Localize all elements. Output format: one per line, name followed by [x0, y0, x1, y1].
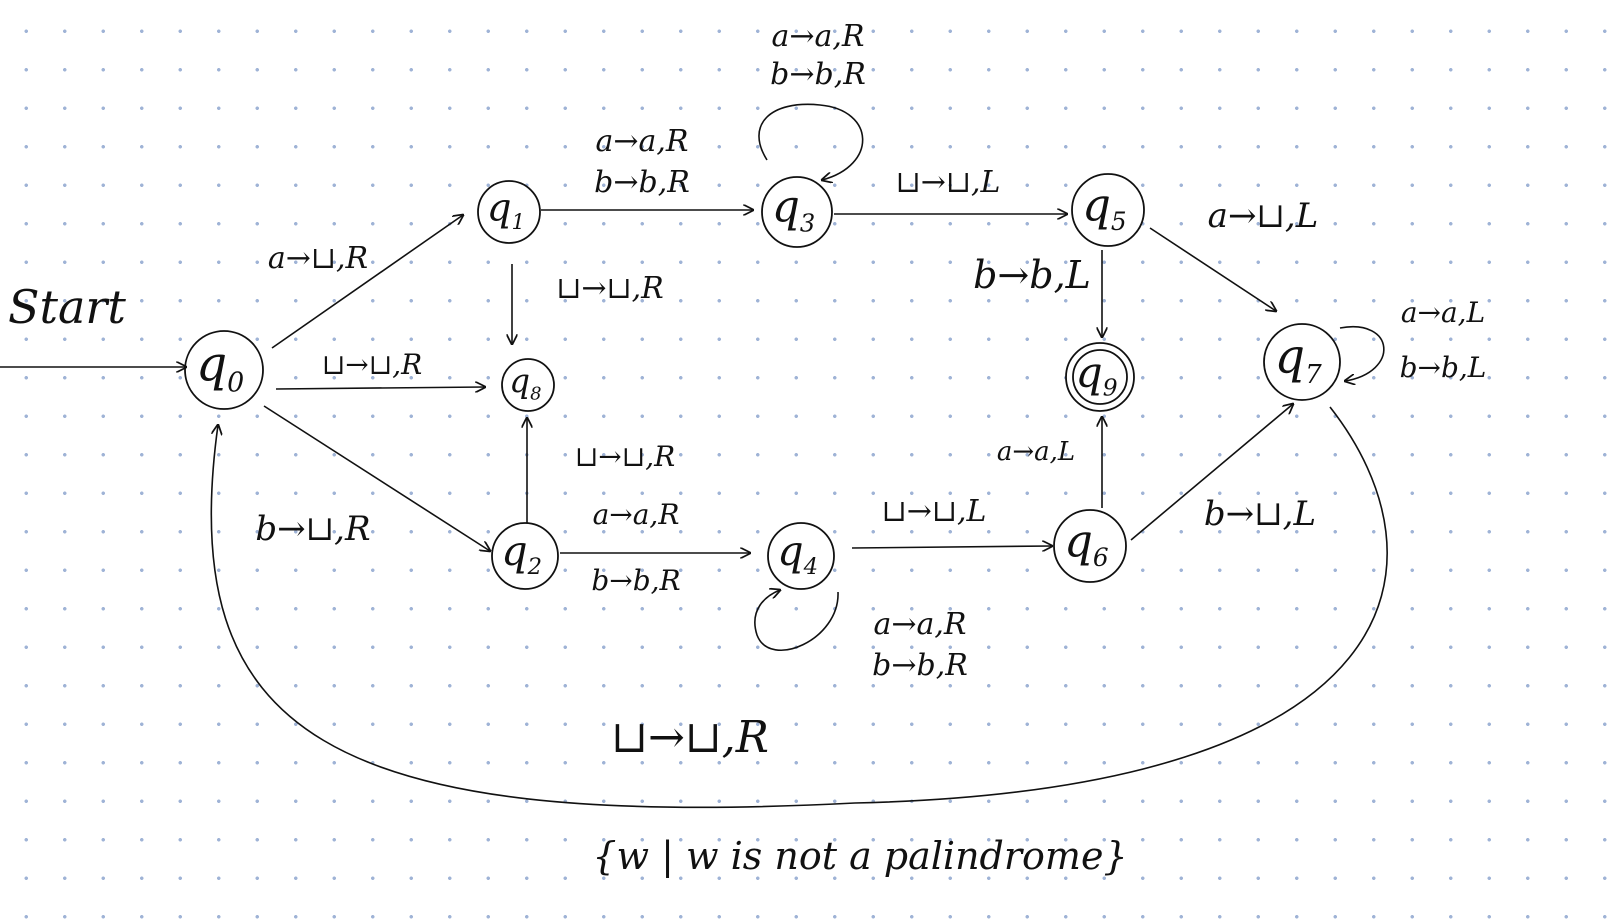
transition-label: a→⊔,L [1208, 196, 1319, 236]
state-symbol: q [777, 527, 803, 575]
state-subscript: 7 [1305, 360, 1322, 390]
transition-q0-q8 [275, 387, 485, 389]
state-q5: q5 [1071, 173, 1145, 247]
transition-q7-q7 [1339, 325, 1385, 381]
transition-q4-q6 [851, 546, 1052, 548]
state-symbol: q [1064, 514, 1093, 567]
transition-q4-q4 [754, 590, 839, 652]
transition-label: ⊔→⊔,R [556, 271, 664, 306]
state-label: q0 [196, 337, 244, 399]
transition-q3-q3 [758, 103, 864, 180]
state-subscript: 5 [1111, 207, 1127, 236]
state-circle [477, 180, 541, 244]
state-subscript: 6 [1093, 543, 1109, 572]
state-label: q8 [509, 362, 541, 404]
state-symbol: q [196, 337, 227, 393]
transition-q6-q7 [1130, 404, 1293, 541]
state-label: q3 [772, 182, 815, 238]
transition-label: b→b,L [973, 253, 1091, 297]
state-symbol: q [501, 527, 527, 575]
state-label: q2 [501, 527, 542, 580]
state-subscript: 0 [227, 367, 244, 398]
state-q9: q9 [1065, 342, 1135, 412]
transition-labels: a→⊔,R⊔→⊔,Rb→⊔,Ra→a,Rb→b,R⊔→⊔,Ra→a,Rb→b,R… [255, 19, 1486, 763]
state-subscript: 4 [803, 554, 818, 580]
transition-label: a→a,R [595, 124, 688, 159]
state-subscript: 1 [512, 210, 526, 235]
accept-ring [1072, 349, 1128, 405]
state-label: q9 [1076, 348, 1118, 401]
state-q3: q3 [761, 176, 833, 248]
transition-q0-q1 [271, 215, 463, 349]
language-caption: {w | w is not a palindrome} [592, 834, 1127, 878]
transition-label: b→b,R [872, 648, 968, 683]
transition-label: a→a,R [873, 607, 966, 642]
transition-label: a→a,R [771, 19, 864, 54]
state-symbol: q [1275, 329, 1305, 384]
state-q8: q8 [501, 358, 555, 412]
state-label: q4 [777, 527, 818, 580]
state-q6: q6 [1053, 509, 1127, 583]
state-circle [1071, 173, 1145, 247]
state-q4: q4 [767, 522, 835, 590]
transition-label: a→a,L [1401, 296, 1485, 329]
state-circle [1263, 323, 1341, 401]
transition-label: b→b,R [770, 57, 866, 92]
state-q1: q1 [477, 180, 541, 244]
state-symbol: q [487, 186, 512, 231]
state-label: q5 [1082, 178, 1127, 236]
transition-label: ⊔→⊔,R [611, 712, 769, 763]
state-label: q1 [487, 186, 525, 236]
transition-label: ⊔→⊔,R [575, 440, 675, 473]
state-label: q6 [1064, 514, 1109, 572]
transition-q5-q7 [1149, 227, 1276, 311]
state-subscript: 8 [530, 383, 541, 404]
state-circle [767, 522, 835, 590]
transition-label: a→⊔,R [268, 241, 368, 276]
state-circle [501, 358, 555, 412]
transition-label: a→a,L [997, 437, 1075, 467]
transition-edges [210, 103, 1388, 809]
transition-label: a→a,R [593, 498, 680, 531]
state-circle [1053, 509, 1127, 583]
transition-label: ⊔→⊔,R [322, 348, 422, 381]
state-symbol: q [772, 182, 800, 233]
transition-label: b→b,L [1400, 351, 1487, 384]
state-symbol: q [1082, 178, 1111, 231]
state-subscript: 9 [1103, 374, 1118, 402]
transition-label: b→⊔,L [1204, 494, 1316, 534]
state-symbol: q [1076, 348, 1103, 397]
state-subscript: 2 [527, 554, 542, 580]
state-q7: q7 [1263, 323, 1341, 401]
state-circle [761, 176, 833, 248]
state-subscript: 3 [800, 209, 815, 237]
state-q0: q0 [184, 330, 264, 410]
state-circle [491, 522, 559, 590]
transition-label: ⊔→⊔,L [882, 494, 987, 529]
transition-label: b→⊔,R [255, 509, 370, 549]
state-label: q7 [1275, 329, 1322, 389]
transition-label: ⊔→⊔,L [896, 165, 1001, 200]
transition-q0-q2 [263, 405, 490, 551]
transition-q7-q0 [210, 406, 1388, 809]
state-q2: q2 [491, 522, 559, 590]
transition-label: b→b,R [594, 165, 690, 200]
start-label: Start [8, 280, 126, 334]
state-symbol: q [509, 362, 530, 400]
transition-label: b→b,R [591, 564, 680, 597]
